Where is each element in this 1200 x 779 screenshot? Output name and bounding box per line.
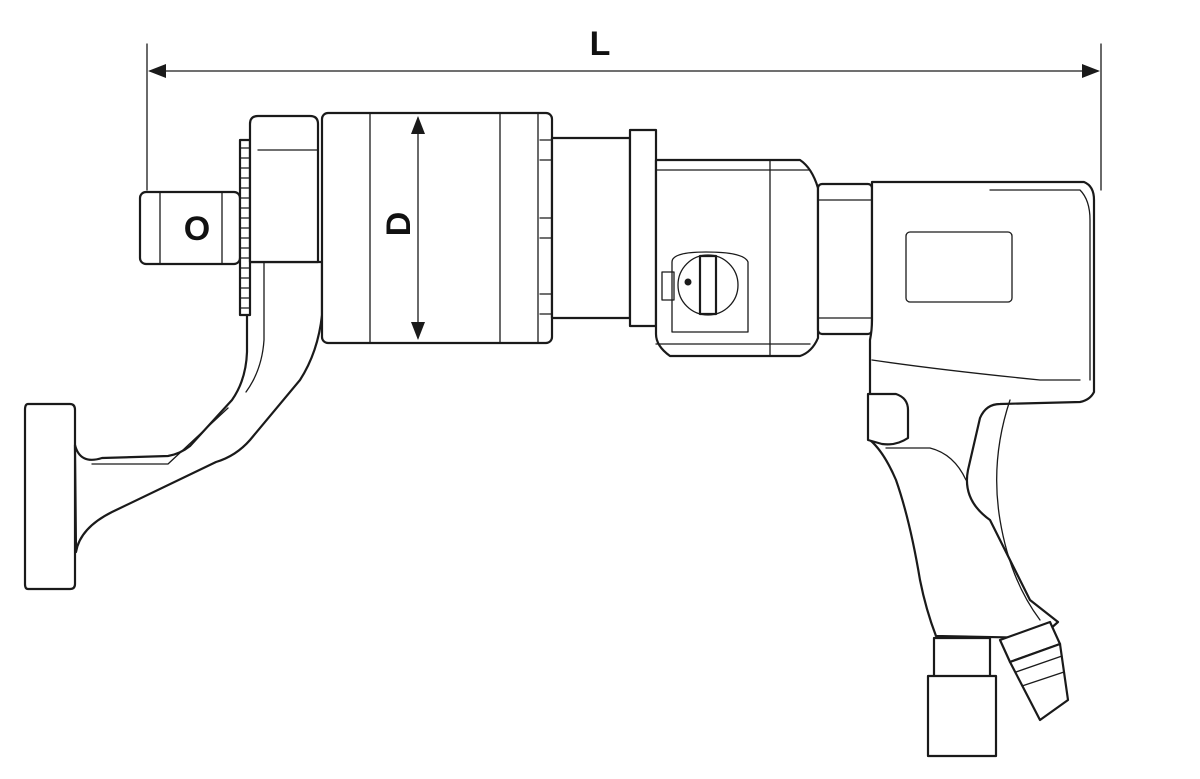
coupling-ring [816, 182, 874, 336]
gearbox-housing [320, 111, 554, 345]
spline-teeth [239, 147, 251, 309]
reaction-plate [238, 114, 320, 317]
motor-coupling [816, 182, 874, 336]
dimension-length: L [146, 25, 1102, 191]
reaction-foot [23, 402, 77, 591]
body-contour [871, 359, 1081, 381]
selector-knob-icon [698, 254, 718, 316]
pistol-head [868, 180, 1096, 640]
selector-dot-icon [684, 278, 692, 286]
trigger-guard [885, 447, 967, 481]
dimension-diameter: D [380, 116, 425, 340]
arrow-up-icon [411, 116, 425, 134]
inlet-fitting [932, 636, 992, 680]
square-drive-label: O [184, 210, 210, 248]
air-inlet [926, 620, 1070, 758]
arm-edge-inner-2 [245, 261, 265, 393]
arm-edge-inner [91, 407, 229, 465]
quick-coupler [1008, 642, 1070, 722]
square-drive: O [138, 190, 242, 266]
diameter-label: D [380, 212, 418, 237]
reaction-arm-body [73, 260, 324, 554]
label-plate [905, 231, 1013, 303]
trigger [866, 392, 967, 481]
pistol-body [868, 180, 1096, 640]
coupler-line-1 [1015, 655, 1063, 673]
coupler-line-2 [1021, 671, 1065, 687]
selector-badge-icon [661, 271, 675, 301]
reaction-plate-body [248, 114, 320, 264]
adapter-cylinder [550, 136, 632, 320]
adapter-neck [550, 128, 658, 328]
selector-window [671, 251, 749, 333]
motor-housing [654, 158, 820, 358]
body-top-contour [989, 189, 1091, 381]
length-label: L [590, 25, 611, 63]
gearbox-body [320, 111, 554, 345]
arrow-right-icon [1082, 64, 1100, 78]
motor-body [654, 158, 820, 358]
adapter-collar [628, 128, 658, 328]
reaction-arm [23, 260, 324, 591]
arrow-left-icon [148, 64, 166, 78]
trigger-icon [866, 392, 910, 446]
grip-contour [996, 399, 1041, 621]
arrow-down-icon [411, 322, 425, 340]
inlet-hose [926, 674, 998, 758]
